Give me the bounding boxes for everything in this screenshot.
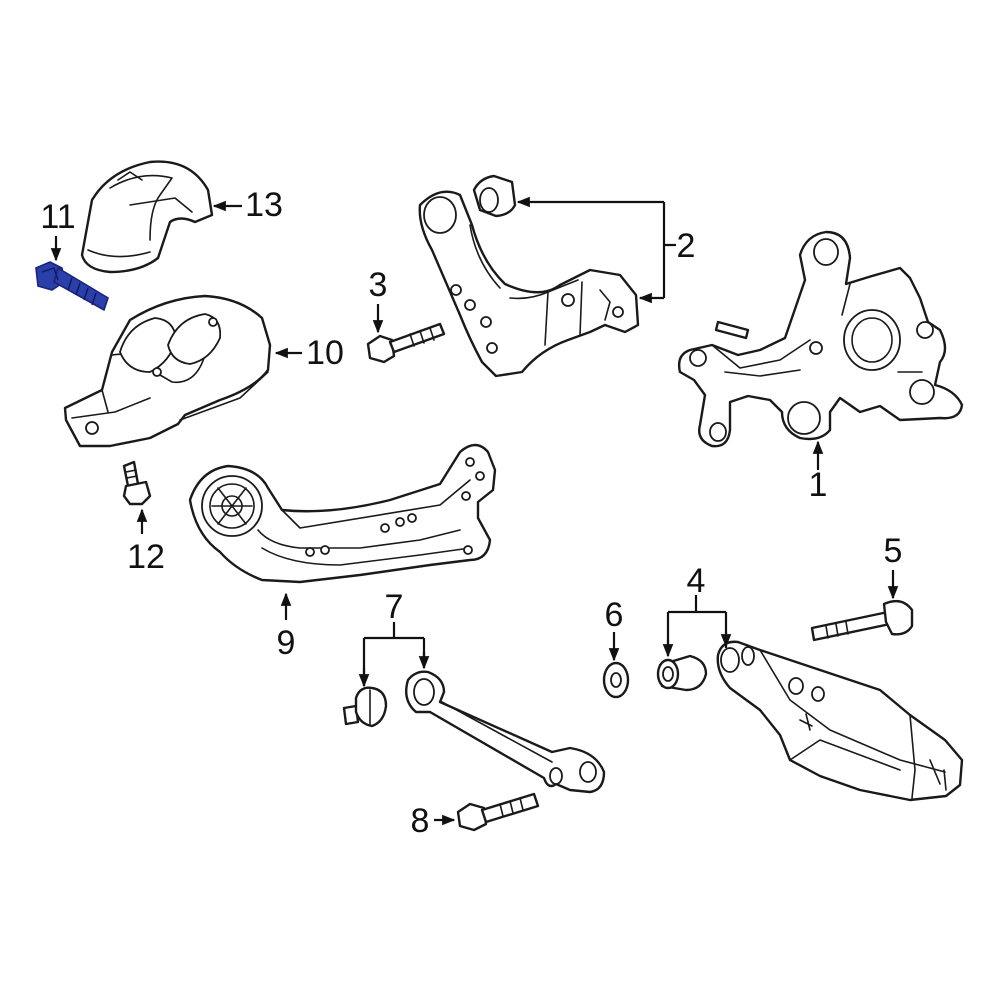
callout-12: 12 [127, 538, 165, 576]
callout-10: 10 [306, 334, 344, 372]
leader-lines [50, 196, 899, 826]
callout-3: 3 [369, 266, 388, 304]
part-9-trailing-arm[interactable] [188, 443, 497, 584]
callout-2: 2 [677, 227, 696, 265]
callout-4: 4 [687, 562, 706, 600]
part-13-insulator-cover[interactable] [80, 160, 214, 274]
callout-9: 9 [277, 624, 296, 662]
part-2-upper-arm[interactable] [418, 174, 640, 378]
callout-labels: 1 2 3 4 5 6 7 8 9 10 11 12 13 [40, 186, 902, 840]
callout-11: 11 [40, 198, 75, 236]
part-5-bolt[interactable] [810, 599, 914, 642]
part-8-bolt[interactable] [456, 792, 540, 832]
callout-5: 5 [884, 532, 903, 570]
callout-13: 13 [245, 186, 283, 224]
part-11-bolt-highlighted[interactable] [35, 261, 109, 312]
part-7-lateral-link[interactable] [342, 670, 606, 794]
part-12-bolt[interactable] [122, 460, 152, 506]
part-3-bolt[interactable] [366, 322, 446, 364]
callout-6: 6 [605, 596, 624, 634]
part-4-lower-arm[interactable] [716, 640, 964, 802]
part-4-bushing[interactable] [656, 654, 708, 692]
part-10-mount-bracket[interactable] [63, 294, 272, 448]
part-6-washer[interactable] [602, 661, 630, 699]
callout-8: 8 [411, 802, 430, 840]
callout-7: 7 [385, 588, 404, 626]
part-1-knuckle[interactable] [677, 230, 964, 448]
callout-1: 1 [809, 466, 828, 504]
